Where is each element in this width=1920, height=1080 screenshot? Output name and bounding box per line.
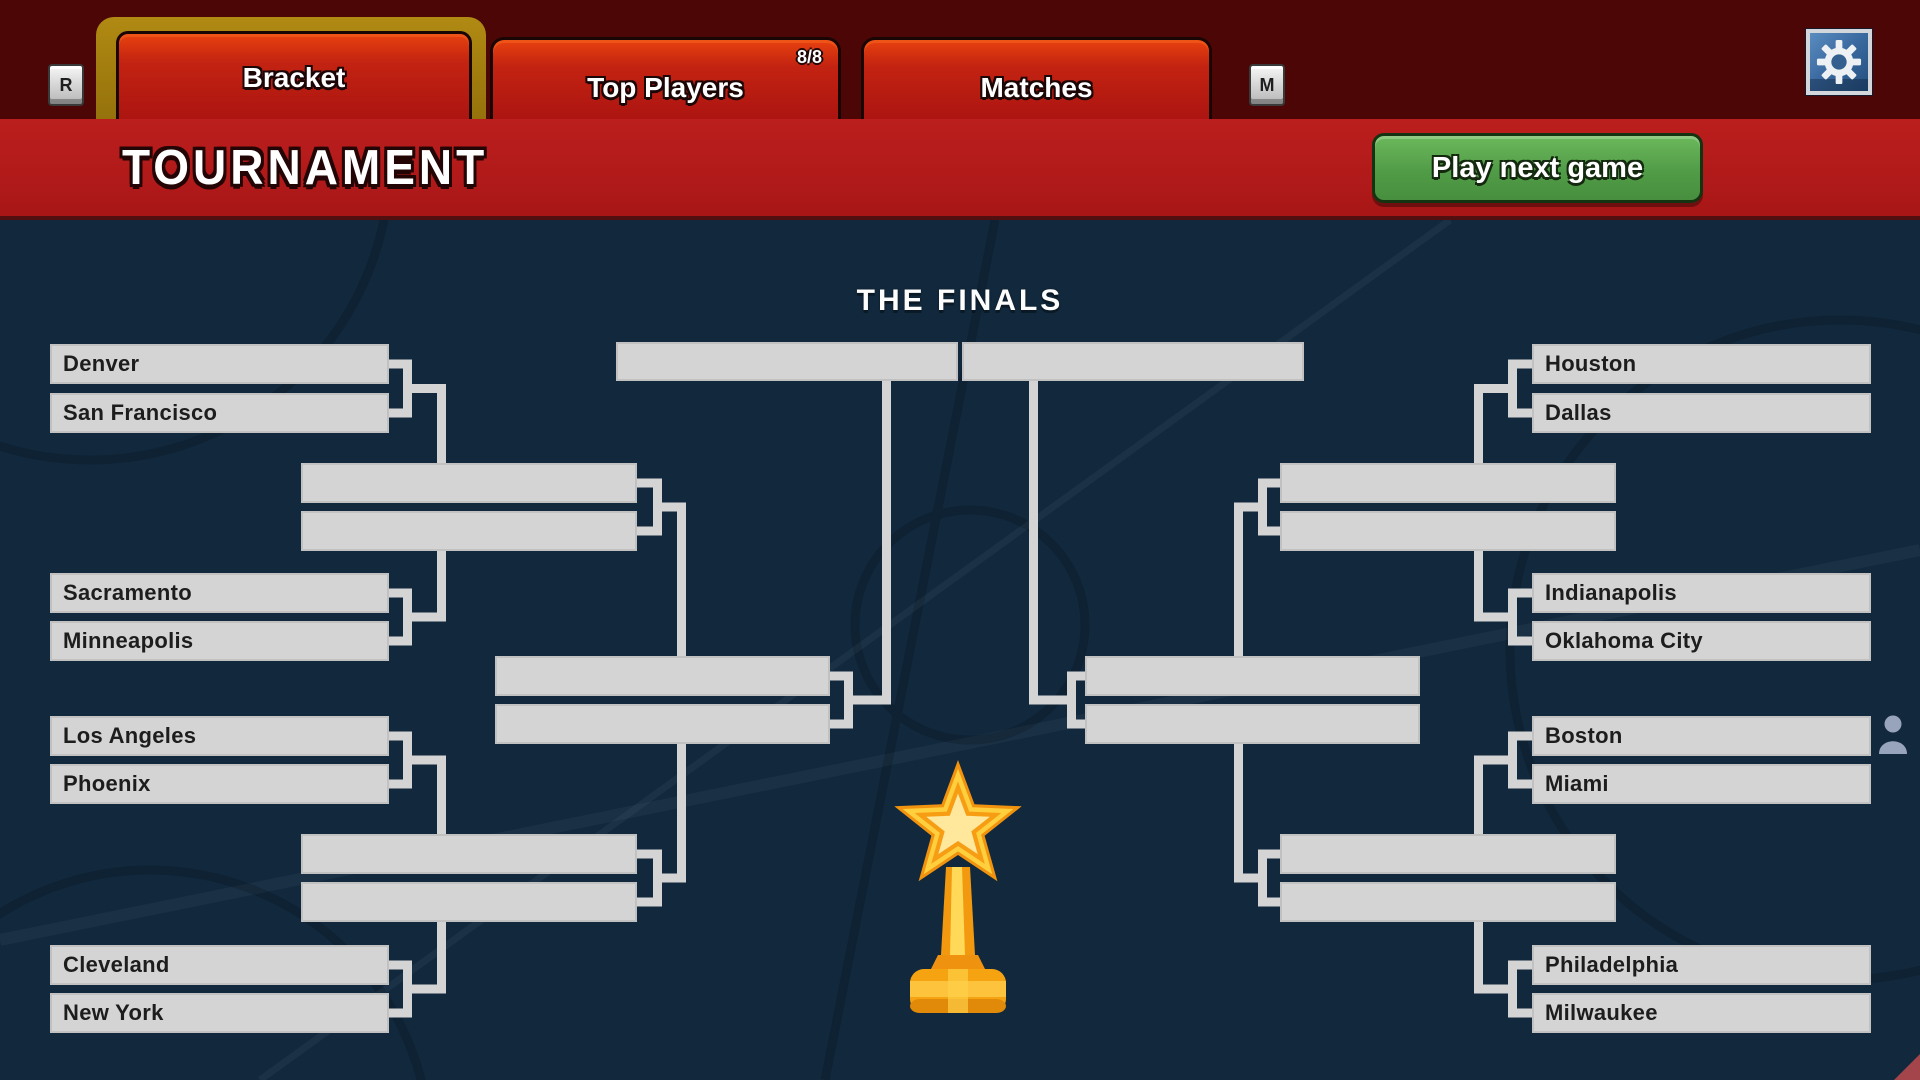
play-next-game-button[interactable]: Play next game [1372, 133, 1703, 203]
slot-left-semifinal-a [495, 656, 830, 696]
slot-right-quarterfinal-2a [1280, 834, 1616, 874]
team-name: Miami [1545, 771, 1609, 796]
tab-bracket-label: Bracket [242, 62, 346, 93]
team-box-philadelphia: Philadelphia [1532, 945, 1871, 985]
team-name: San Francisco [63, 400, 218, 425]
slot-finals-left [616, 342, 958, 381]
team-name: Boston [1545, 723, 1623, 748]
team-box-boston: Boston [1532, 716, 1871, 756]
team-name: Oklahoma City [1545, 628, 1703, 653]
team-name: Houston [1545, 351, 1637, 376]
slot-left-quarterfinal-2a [301, 834, 637, 874]
tab-top-players-badge: 8/8 [796, 47, 822, 67]
slot-right-quarterfinal-2b [1280, 882, 1616, 922]
page-title: TOURNAMENT [122, 138, 489, 194]
team-box-minneapolis: Minneapolis [50, 621, 389, 661]
team-box-san-francisco: San Francisco [50, 393, 389, 433]
tab-top-players[interactable]: 8/8 Top Players [490, 37, 841, 122]
team-box-denver: Denver [50, 344, 389, 384]
team-box-phoenix: Phoenix [50, 764, 389, 804]
team-name: Sacramento [63, 580, 192, 605]
team-box-cleveland: Cleveland [50, 945, 389, 985]
header-banner: TOURNAMENT Play next game [0, 119, 1920, 220]
tab-matches-label: Matches [980, 72, 1093, 103]
team-name: Dallas [1545, 400, 1612, 425]
slot-right-semifinal-a [1085, 656, 1420, 696]
team-name: Los Angeles [63, 723, 197, 748]
team-name: Philadelphia [1545, 952, 1679, 977]
settings-button[interactable] [1806, 29, 1872, 95]
team-name: Denver [63, 351, 140, 376]
team-box-miami: Miami [1532, 764, 1871, 804]
team-name: Indianapolis [1545, 580, 1677, 605]
team-box-oklahoma-city: Oklahoma City [1532, 621, 1871, 661]
person-icon [1879, 715, 1907, 754]
gear-icon [1816, 39, 1862, 85]
finals-title: THE FINALS [856, 284, 1064, 317]
team-name: Minneapolis [63, 628, 194, 653]
slot-left-quarterfinal-1b [301, 511, 637, 551]
tab-bracket[interactable]: Bracket [116, 31, 472, 122]
team-box-houston: Houston [1532, 344, 1871, 384]
team-name: Phoenix [63, 771, 151, 796]
tab-bracket-frame: Bracket [96, 17, 486, 122]
team-box-dallas: Dallas [1532, 393, 1871, 433]
corner-arrow-icon [1894, 1054, 1920, 1080]
team-name: Milwaukee [1545, 1000, 1658, 1025]
team-box-sacramento: Sacramento [50, 573, 389, 613]
slot-left-quarterfinal-1a [301, 463, 637, 503]
shortcut-key-m: M [1249, 64, 1285, 106]
team-box-indianapolis: Indianapolis [1532, 573, 1871, 613]
slot-left-semifinal-b [495, 704, 830, 744]
star-trophy-icon [894, 760, 1022, 1013]
slot-left-quarterfinal-2b [301, 882, 637, 922]
team-name: New York [63, 1000, 164, 1025]
slot-right-semifinal-b [1085, 704, 1420, 744]
slot-finals-right [962, 342, 1304, 381]
shortcut-key-r: R [48, 64, 84, 106]
tab-top-players-label: Top Players [587, 72, 744, 103]
slot-right-quarterfinal-1a [1280, 463, 1616, 503]
team-name: Cleveland [63, 952, 170, 977]
tab-matches[interactable]: Matches [861, 37, 1212, 122]
team-box-new-york: New York [50, 993, 389, 1033]
tab-bar: R Bracket 8/8 Top Players Matches M [0, 0, 1920, 122]
slot-right-quarterfinal-1b [1280, 511, 1616, 551]
team-box-milwaukee: Milwaukee [1532, 993, 1871, 1033]
team-box-los-angeles: Los Angeles [50, 716, 389, 756]
